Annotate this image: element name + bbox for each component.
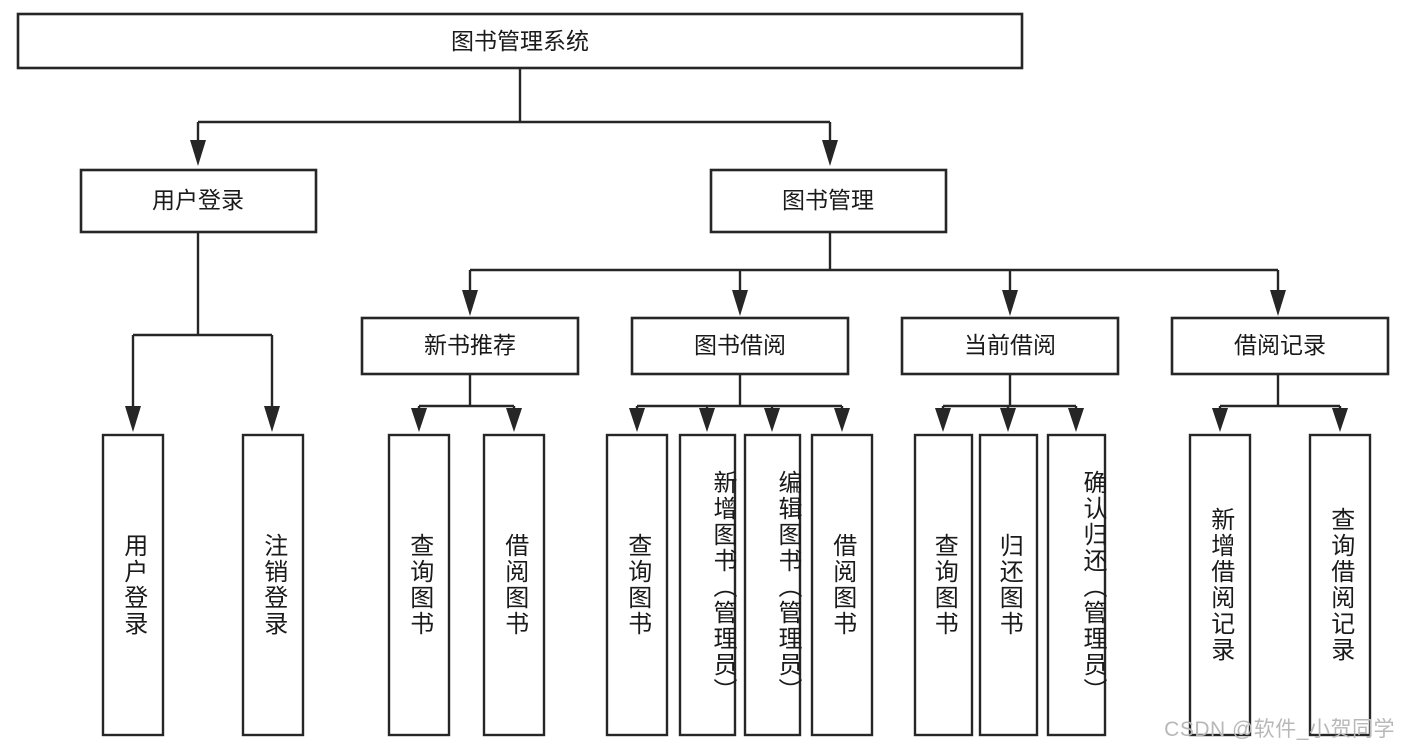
node-book-borrow-label: 图书借阅 [694, 332, 786, 358]
node-new-book-recommend-label: 新书推荐 [424, 332, 516, 358]
node-book-borrow[interactable]: 图书借阅 [630, 316, 850, 376]
node-book-management-label: 图书管理 [782, 187, 874, 213]
leaf-node-box[interactable] [387, 433, 451, 737]
node-new-book-recommend[interactable]: 新书推荐 [360, 316, 580, 376]
arrow-leaf-13 [1332, 408, 1348, 432]
arrow-to-record [1270, 290, 1286, 316]
arrow-to-book-mgmt [822, 140, 838, 166]
arrow-leaf-11 [1068, 408, 1084, 432]
leaf-node-box[interactable] [678, 433, 737, 737]
arrow-leaf-6 [699, 408, 715, 432]
arrow-to-borrow [732, 290, 748, 316]
node-current-borrow-label: 当前借阅 [964, 332, 1056, 358]
arrow-leaf-1 [125, 406, 141, 432]
node-current-borrow[interactable]: 当前借阅 [900, 316, 1120, 376]
leaf-node-box[interactable] [101, 433, 165, 737]
arrow-to-new-rec [462, 290, 478, 316]
node-book-management[interactable]: 图书管理 [709, 168, 948, 234]
leaf-box-group [101, 433, 1372, 737]
arrow-leaf-12 [1212, 408, 1228, 432]
node-book-borrow-box[interactable] [630, 316, 850, 376]
arrow-leaf-2 [264, 406, 280, 432]
leaf-node-box[interactable] [1046, 433, 1107, 737]
arrow-to-user-login [190, 140, 206, 166]
arrow-leaf-10 [1000, 408, 1016, 432]
connector-group [125, 68, 1348, 432]
leaf-node-box[interactable] [1188, 433, 1252, 737]
leaf-node-box[interactable] [743, 433, 802, 737]
arrow-leaf-9 [935, 408, 951, 432]
node-root-label: 图书管理系统 [451, 28, 589, 54]
node-borrow-record-label: 借阅记录 [1234, 332, 1326, 358]
leaf-node-box[interactable] [482, 433, 546, 737]
leaf-node-box[interactable] [810, 433, 874, 737]
leaf-node-box[interactable] [605, 433, 669, 737]
arrow-leaf-7 [764, 408, 780, 432]
node-borrow-record-box[interactable] [1170, 316, 1390, 376]
arrow-leaf-4 [506, 408, 522, 432]
node-borrow-record[interactable]: 借阅记录 [1170, 316, 1390, 376]
node-current-borrow-box[interactable] [900, 316, 1120, 376]
node-root[interactable]: 图书管理系统 [16, 12, 1024, 70]
leaf-node-box[interactable] [913, 433, 974, 737]
node-user-login-label: 用户登录 [152, 187, 244, 213]
leaf-node-box[interactable] [978, 433, 1039, 737]
arrow-to-current [1002, 290, 1018, 316]
arrow-leaf-8 [834, 408, 850, 432]
node-user-login-box[interactable] [79, 168, 318, 234]
leaf-node-box[interactable] [1308, 433, 1372, 737]
node-book-management-box[interactable] [709, 168, 948, 234]
leaf-node-box[interactable] [241, 433, 305, 737]
arrow-leaf-5 [629, 408, 645, 432]
node-user-login[interactable]: 用户登录 [79, 168, 318, 234]
arrow-leaf-3 [411, 408, 427, 432]
node-root-box[interactable] [16, 12, 1024, 70]
node-new-book-recommend-box[interactable] [360, 316, 580, 376]
